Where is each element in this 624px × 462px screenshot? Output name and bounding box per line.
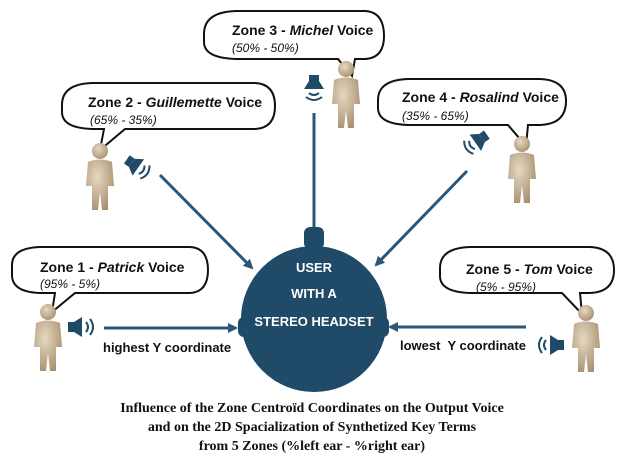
zone5-speaker-icon <box>538 335 564 355</box>
zone1-group: Zone 1 - Patrick Voice (95% - 5%) highes… <box>11 246 231 371</box>
zone2-person-icon <box>86 143 114 210</box>
user-line2: WITH A <box>291 286 337 301</box>
arrow-zone4 <box>374 169 469 267</box>
zone4-title: Zone 4 - Rosalind Voice <box>402 89 559 105</box>
zone5-person-icon <box>572 305 600 372</box>
zone4-group: Zone 4 - Rosalind Voice (35% - 65%) <box>377 78 568 203</box>
zone2-group: Zone 2 - Guillemette Voice (65% - 35%) <box>61 82 277 210</box>
caption-line1: Influence of the Zone Centroïd Coordinat… <box>120 401 504 416</box>
zone5-ratio: (5% - 95%) <box>476 280 536 294</box>
zone1-title: Zone 1 - Patrick Voice <box>40 259 185 275</box>
caption-line2: and on the 2D Spacialization of Syntheti… <box>147 420 477 435</box>
zone1-speaker-icon <box>68 317 94 337</box>
zone3-person-icon <box>332 61 360 128</box>
zone2-title: Zone 2 - Guillemette Voice <box>88 94 262 110</box>
zone2-ratio: (65% - 35%) <box>90 113 157 127</box>
zone5-group: Zone 5 - Tom Voice (5% - 95%) lowest Y c… <box>400 246 616 372</box>
zone1-ratio: (95% - 5%) <box>40 277 100 291</box>
zone5-title: Zone 5 - Tom Voice <box>466 261 593 277</box>
zone4-speaker-icon <box>463 130 490 155</box>
zone1-bubble <box>11 246 210 315</box>
zone4-bubble <box>377 78 568 149</box>
user-line3: STEREO HEADSET <box>254 314 373 329</box>
arrows <box>104 113 526 333</box>
zone2-bubble <box>61 82 277 153</box>
zone3-bubble <box>203 10 386 79</box>
caption-line3: from 5 Zones (%left ear - %right ear) <box>198 439 426 454</box>
arrow-zone2 <box>158 173 254 270</box>
zone3-title: Zone 3 - Michel Voice <box>232 22 374 38</box>
zone1-person-icon <box>34 304 62 371</box>
zone3-ratio: (50% - 50%) <box>232 41 299 55</box>
zone2-speaker-icon <box>123 155 151 180</box>
user-headset: USER WITH A STEREO HEADSET <box>238 227 389 392</box>
zone4-person-icon <box>508 136 536 203</box>
label-highest: highest Y coordinate <box>103 340 231 355</box>
zone4-ratio: (35% - 65%) <box>402 109 469 123</box>
user-line1: USER <box>296 260 333 275</box>
zone3-speaker-icon <box>304 75 324 101</box>
zone3-group: Zone 3 - Michel Voice (50% - 50%) <box>203 10 386 128</box>
caption: Influence of the Zone Centroïd Coordinat… <box>0 399 624 456</box>
label-lowest: lowest Y coordinate <box>400 338 526 353</box>
zone5-bubble <box>439 246 616 317</box>
